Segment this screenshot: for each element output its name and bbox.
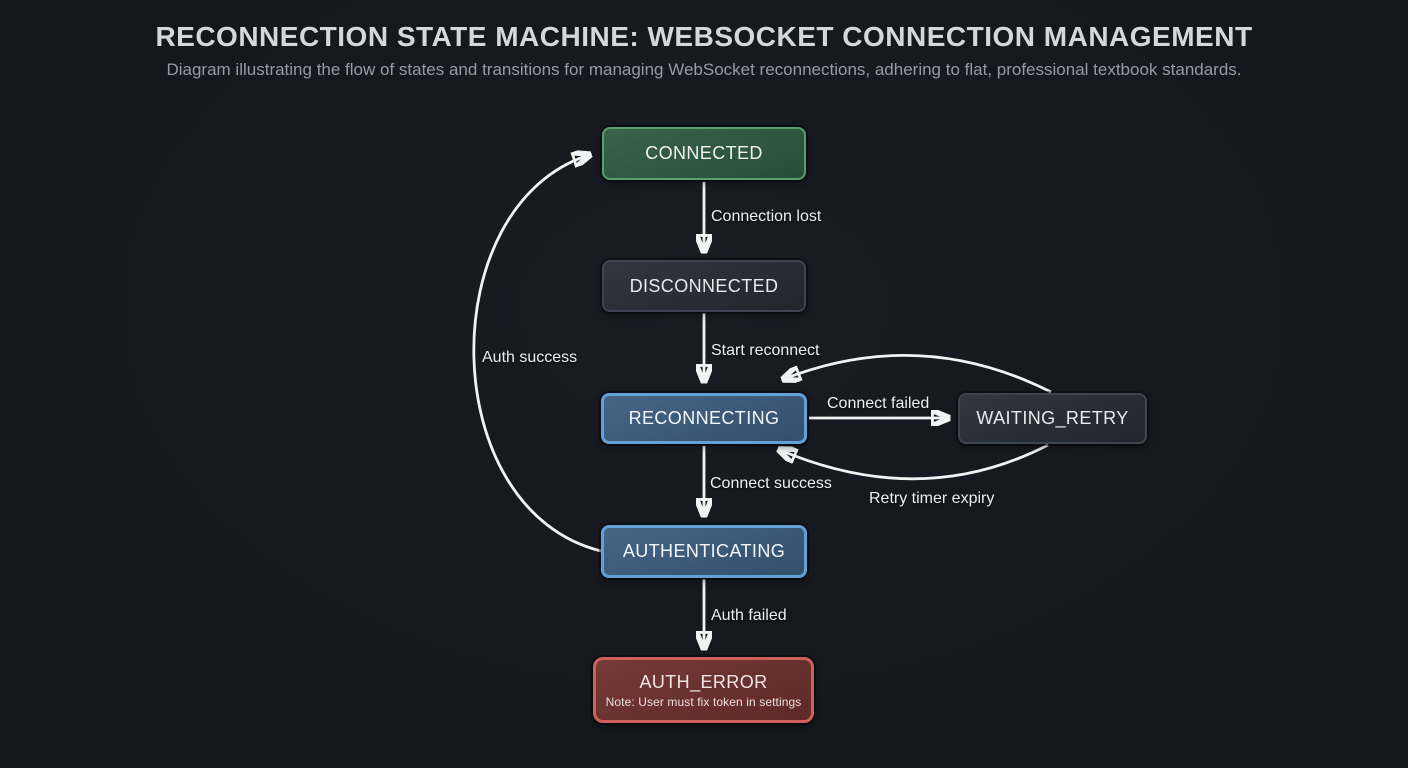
edge-waitingretry-to-reconnecting-top-arc	[784, 354, 1052, 394]
state-label: CONNECTED	[645, 143, 763, 163]
state-node-waiting-retry: WAITING_RETRY	[958, 393, 1147, 444]
page-subtitle: Diagram illustrating the flow of states …	[166, 60, 1242, 79]
edge-label-connection-lost: Connection lost	[711, 208, 822, 225]
edge-label-connect-failed: Connect failed	[827, 395, 930, 412]
state-node-auth-error: AUTH_ERROR Note: User must fix token in …	[593, 657, 814, 723]
state-node-connected: CONNECTED	[602, 127, 806, 180]
state-label: DISCONNECTED	[629, 275, 779, 296]
edge-label-connect-success: Connect success	[710, 475, 832, 492]
edge-label-retry-timer-expiry: Retry timer expiry	[869, 490, 995, 507]
state-note: Note: User must fix token in settings	[605, 694, 802, 709]
edge-label-auth-failed: Auth failed	[711, 607, 787, 624]
edge-label-auth-success: Auth success	[482, 349, 578, 366]
state-label: RECONNECTING	[628, 408, 780, 428]
state-node-reconnecting: RECONNECTING	[601, 393, 807, 444]
state-node-authenticating: AUTHENTICATING	[601, 525, 807, 578]
state-node-disconnected: DISCONNECTED	[602, 260, 806, 312]
edge-authenticating-to-connected-arc	[472, 155, 602, 553]
state-label: AUTHENTICATING	[622, 541, 786, 561]
state-label: AUTH_ERROR	[639, 671, 768, 692]
page-title: RECONNECTION STATE MACHINE: WEBSOCKET CO…	[155, 21, 1253, 52]
edge-label-start-reconnect: Start reconnect	[711, 342, 820, 359]
edge-waitingretry-to-reconnecting-bottom-arc	[780, 443, 1049, 481]
state-label: WAITING_RETRY	[976, 408, 1129, 428]
